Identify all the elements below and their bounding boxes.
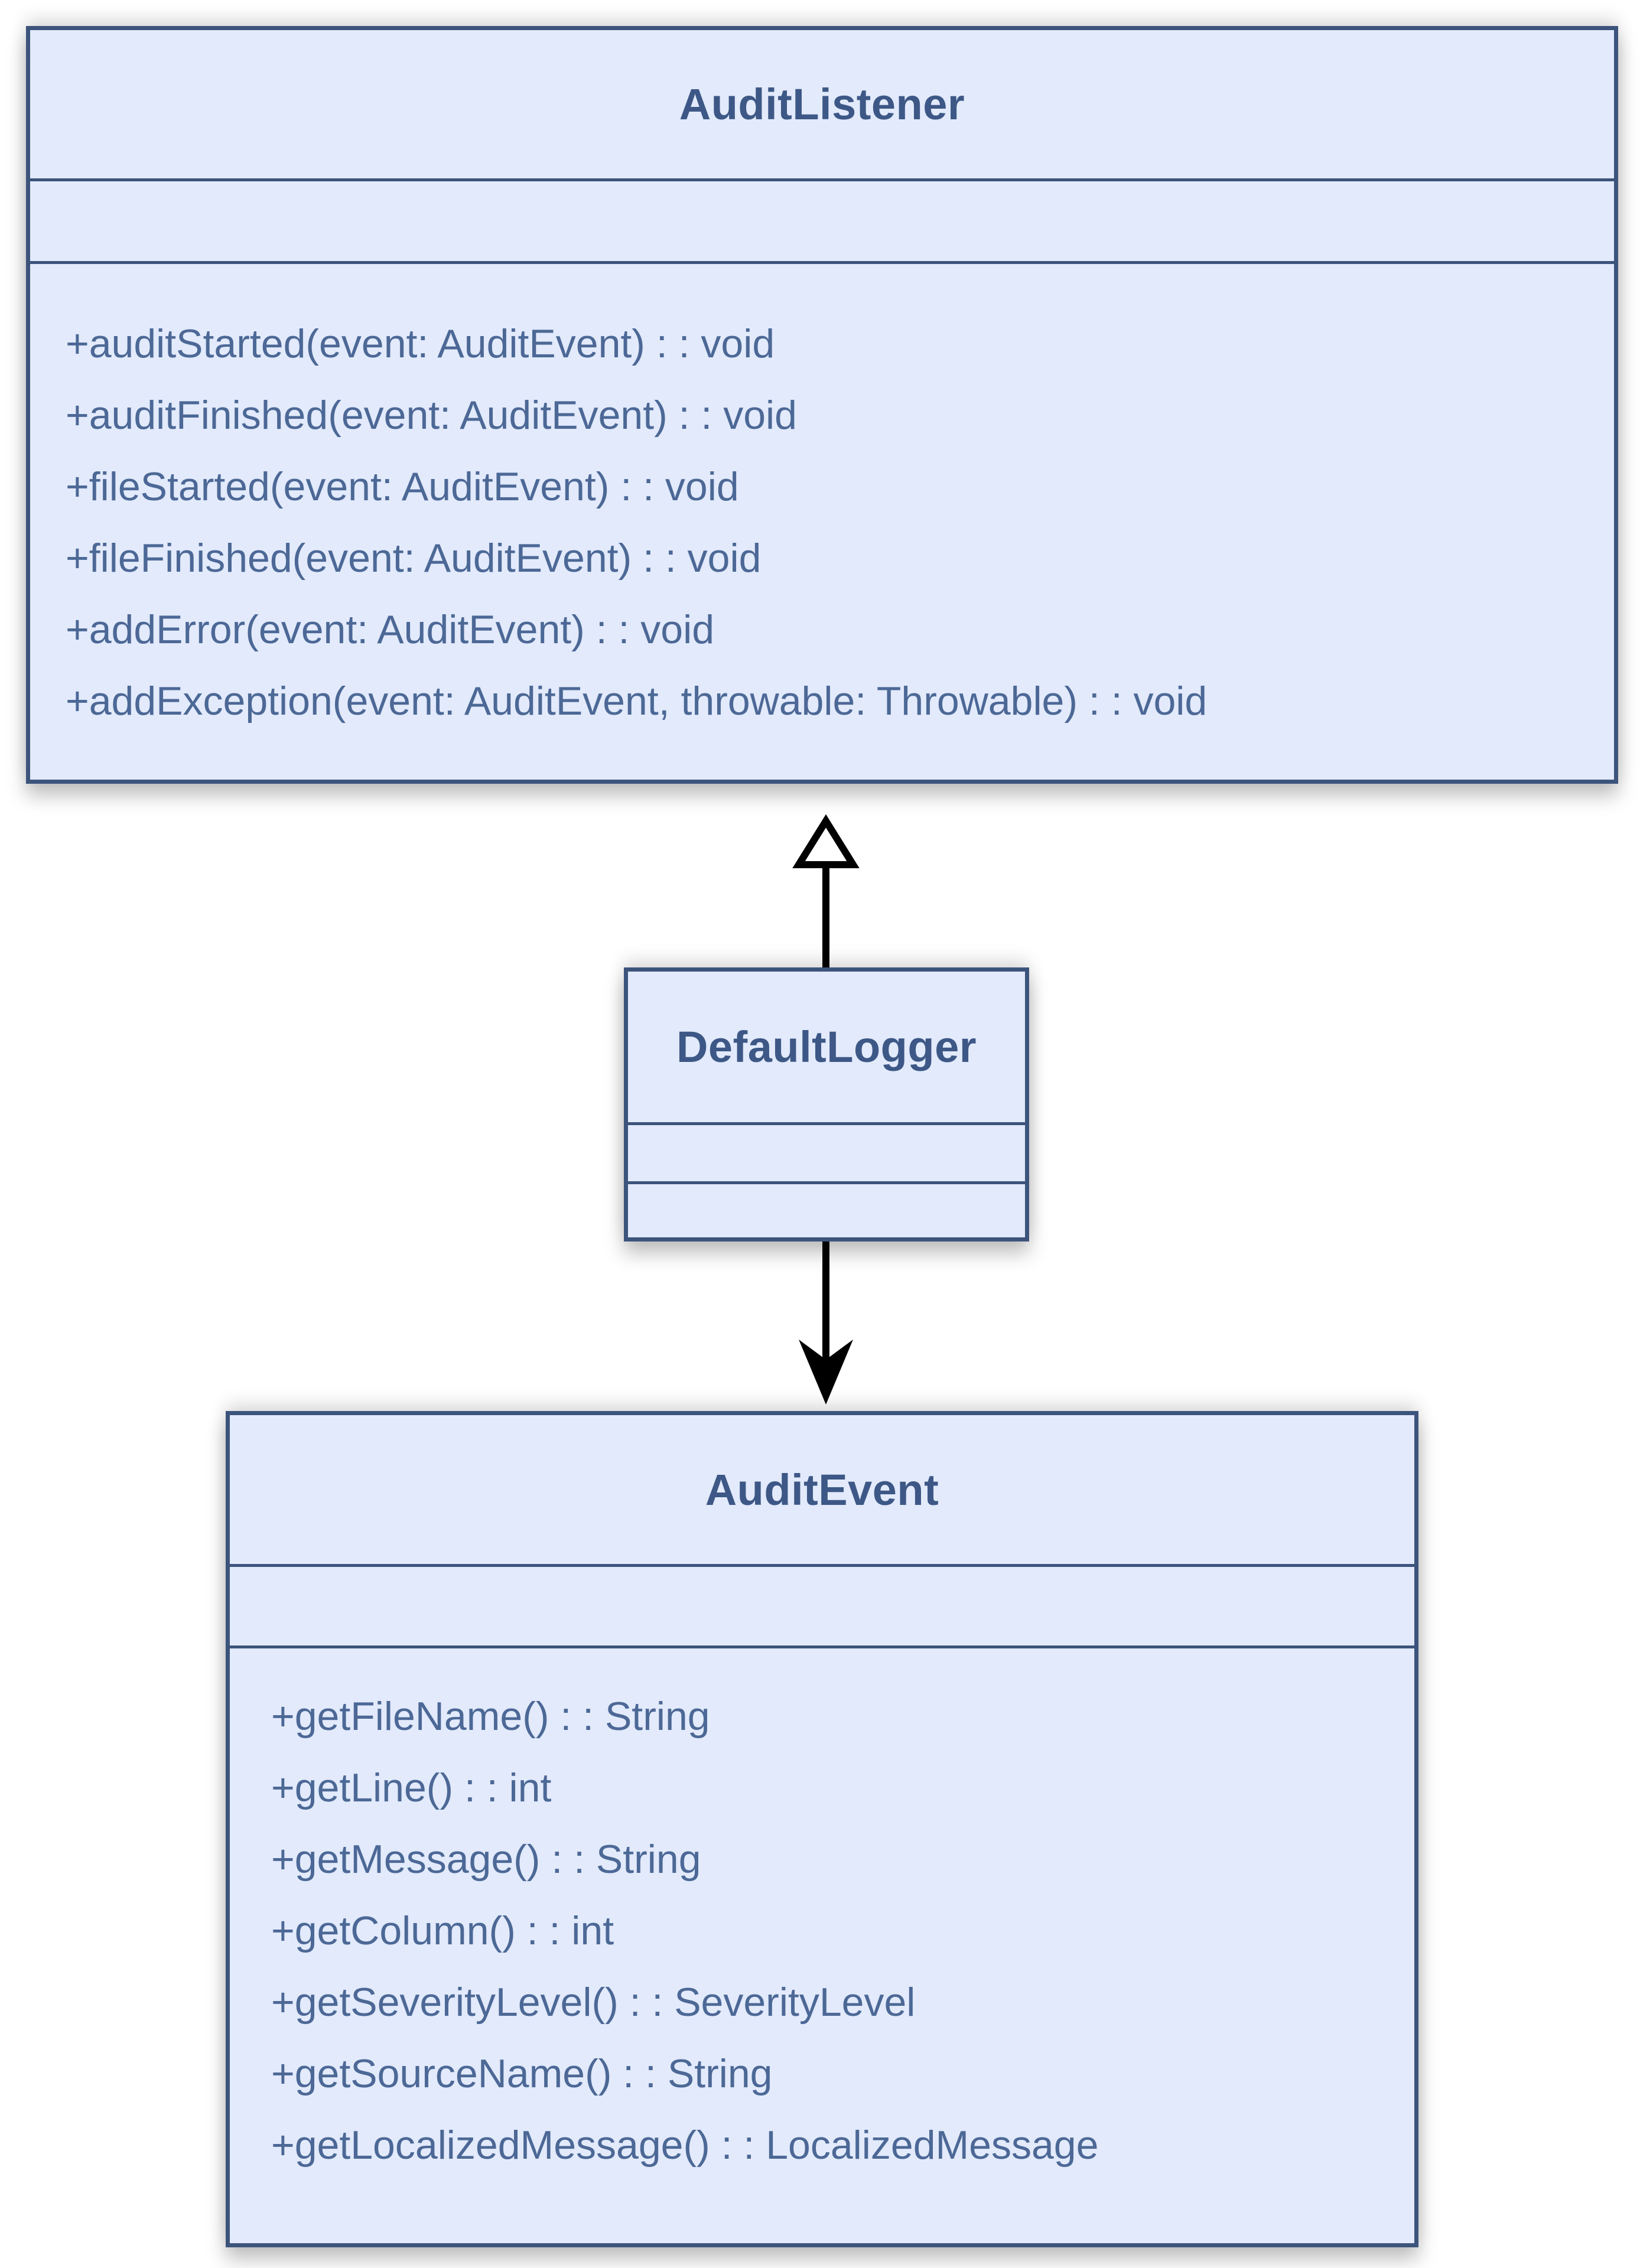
method-item: +getMessage() : : String [271, 1837, 701, 1882]
method-item: +getLine() : : int [271, 1765, 552, 1810]
class-title: AuditEvent [705, 1465, 939, 1514]
methods-compartment: +getFileName() : : String +getLine() : :… [230, 1645, 1414, 2243]
method-item: +auditStarted(event: AuditEvent) : : voi… [66, 321, 775, 366]
hollow-triangle-arrowhead-icon [792, 814, 860, 868]
class-title: DefaultLogger [676, 1022, 977, 1071]
methods-compartment: +auditStarted(event: AuditEvent) : : voi… [30, 261, 1614, 780]
method-item: +fileStarted(event: AuditEvent) : : void [66, 464, 739, 509]
attributes-compartment [230, 1564, 1414, 1645]
class-box-auditlistener: AuditListener +auditStarted(event: Audit… [26, 26, 1618, 784]
class-box-auditevent: AuditEvent +getFileName() : : String +ge… [226, 1411, 1418, 2247]
methods-compartment [628, 1181, 1025, 1237]
method-item: +getFileName() : : String [271, 1694, 710, 1739]
method-item: +addException(event: AuditEvent, throwab… [66, 679, 1208, 724]
method-item: +getColumn() : : int [271, 1908, 614, 1953]
method-item: +auditFinished(event: AuditEvent) : : vo… [66, 393, 797, 438]
class-box-defaultlogger: DefaultLogger [624, 967, 1029, 1241]
open-dart-arrowhead-icon [799, 1340, 853, 1405]
attributes-compartment [628, 1122, 1025, 1181]
generalization-edge [792, 814, 860, 969]
method-item: +getSourceName() : : String [271, 2051, 773, 2096]
method-item: +getSeverityLevel() : : SeverityLevel [271, 1980, 916, 2025]
method-item: +getLocalizedMessage() : : LocalizedMess… [271, 2123, 1099, 2168]
attributes-compartment [30, 178, 1614, 261]
class-title: AuditListener [679, 80, 965, 129]
method-item: +addError(event: AuditEvent) : : void [66, 607, 715, 652]
method-item: +fileFinished(event: AuditEvent) : : voi… [66, 536, 762, 581]
association-edge [799, 1240, 853, 1405]
